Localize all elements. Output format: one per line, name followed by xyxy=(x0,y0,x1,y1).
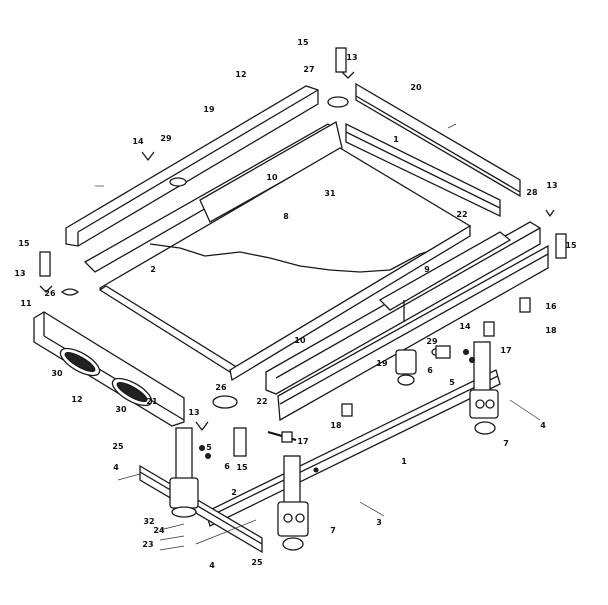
pocket-post-front xyxy=(233,427,247,457)
callout-c2a: 2 xyxy=(150,265,156,274)
callout-c13d: 13 xyxy=(188,408,199,417)
bolt-17-plate xyxy=(281,431,293,443)
callout-c6b: 6 xyxy=(224,462,230,471)
callout-c1b: 1 xyxy=(401,457,407,466)
callout-c22b: 22 xyxy=(256,397,267,406)
clip-right xyxy=(545,209,555,217)
callout-c21: 21 xyxy=(146,397,158,406)
clip-left-top xyxy=(141,151,155,161)
callout-c1a: 1 xyxy=(393,135,399,144)
callout-c28: 28 xyxy=(526,188,538,197)
rail-front-right xyxy=(265,221,549,422)
callout-c9: 9 xyxy=(424,265,430,274)
callout-c25b: 25 xyxy=(251,558,263,567)
callout-c13c: 13 xyxy=(14,269,25,278)
base-assembly xyxy=(117,341,541,554)
callout-c5b: 5 xyxy=(206,443,212,452)
callout-c3: 3 xyxy=(376,518,382,527)
callout-c30b: 30 xyxy=(115,405,127,414)
callout-c2b: 2 xyxy=(231,488,237,497)
callout-c16a: 16 xyxy=(545,302,557,311)
callout-c18a: 18 xyxy=(545,326,557,335)
callout-c7b: 7 xyxy=(330,526,336,535)
callout-c24: 24 xyxy=(153,526,165,535)
bracket-17 xyxy=(483,321,495,337)
callout-c15d: 15 xyxy=(236,463,248,472)
bracket-18 xyxy=(341,403,353,417)
callout-c26a: 26 xyxy=(44,289,56,298)
callout-c17b: 17 xyxy=(297,437,308,446)
playfield-slate xyxy=(98,147,472,382)
callout-c32: 32 xyxy=(143,517,154,526)
cushion-back-left xyxy=(83,121,343,273)
callout-c7a: 7 xyxy=(503,439,509,448)
clip-left xyxy=(39,285,53,293)
callout-c4b: 4 xyxy=(113,463,119,472)
leg-back-middle xyxy=(395,345,451,386)
callout-c19b: 19 xyxy=(376,359,388,368)
cushion-back-right xyxy=(345,122,501,218)
rail-front-left xyxy=(33,311,185,427)
top-frame-assembly xyxy=(33,82,549,427)
base-hardware xyxy=(117,349,541,551)
callout-c13b: 13 xyxy=(546,181,557,190)
rail-back-right xyxy=(355,82,521,198)
callout-c29b: 29 xyxy=(426,337,438,346)
pocket-left xyxy=(60,288,80,296)
callout-c15c: 15 xyxy=(565,241,577,250)
callout-c19a: 19 xyxy=(203,105,215,114)
liner-back xyxy=(169,177,187,187)
callout-c27: 27 xyxy=(303,65,314,74)
callout-c11: 11 xyxy=(20,299,32,308)
callout-c4a: 4 xyxy=(540,421,546,430)
cushion-right-side xyxy=(378,231,512,322)
callout-c12b: 12 xyxy=(71,395,82,404)
clip-top xyxy=(341,71,355,79)
callout-c20: 20 xyxy=(410,83,422,92)
pocket-post-top xyxy=(335,47,347,73)
clip-front xyxy=(195,421,209,431)
callout-c15a: 15 xyxy=(297,38,309,47)
callout-c10a: 10 xyxy=(266,173,278,182)
callout-c15b: 15 xyxy=(18,239,30,248)
callout-c22a: 22 xyxy=(456,210,467,219)
callout-c25a: 25 xyxy=(112,442,124,451)
bracket-16 xyxy=(519,297,531,313)
rail-back-left xyxy=(65,85,319,247)
leg-front-left xyxy=(169,427,199,518)
callout-c31: 31 xyxy=(324,189,336,198)
pocket-front xyxy=(212,395,238,409)
callout-c26b: 26 xyxy=(215,383,227,392)
callout-c10b: 10 xyxy=(294,336,306,345)
pocket-post-right xyxy=(555,233,567,259)
callout-c29a: 29 xyxy=(160,134,172,143)
callout-c23: 23 xyxy=(142,540,153,549)
callout-c13a: 13 xyxy=(346,53,357,62)
pocket-post-left xyxy=(39,251,51,277)
callout-c14a: 14 xyxy=(132,137,144,146)
leg-front-right xyxy=(277,455,309,551)
pocket-top xyxy=(327,96,349,108)
callout-c14b: 14 xyxy=(459,322,471,331)
callout-c4c: 4 xyxy=(209,561,215,570)
callout-c12a: 12 xyxy=(235,70,246,79)
callout-c6a: 6 xyxy=(427,366,433,375)
beam-long-side xyxy=(205,369,501,527)
callout-c17a: 17 xyxy=(500,346,511,355)
callout-c5a: 5 xyxy=(449,378,455,387)
leg-back-right xyxy=(469,341,499,435)
callout-c8: 8 xyxy=(283,212,289,221)
callout-c18b: 18 xyxy=(330,421,342,430)
callout-c30a: 30 xyxy=(51,369,63,378)
